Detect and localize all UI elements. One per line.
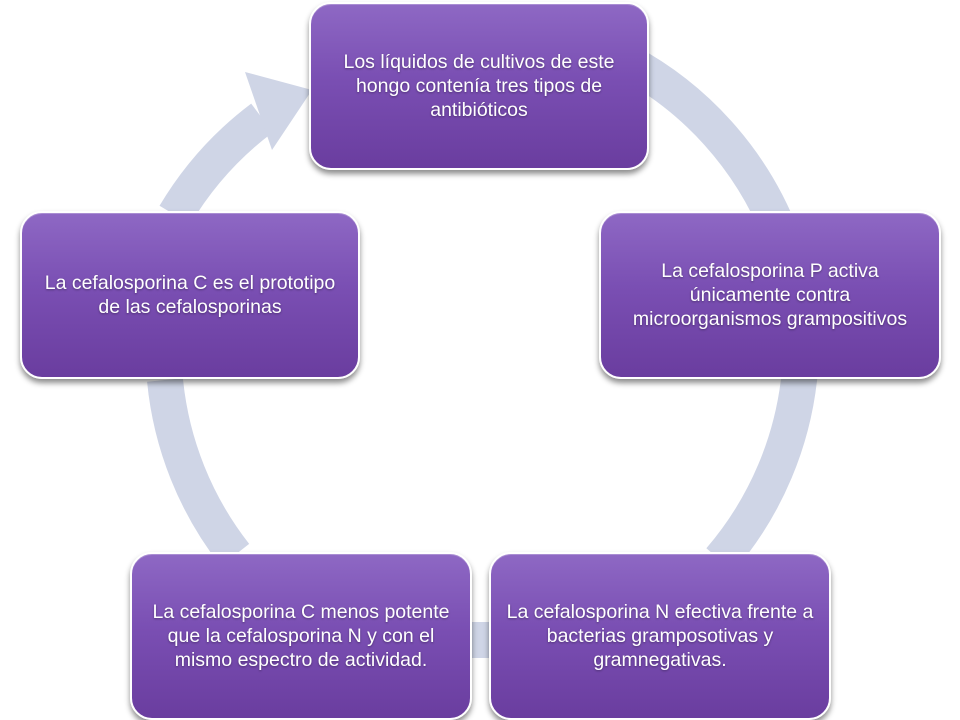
cycle-node-5: La cefalosporina C es el prototipo de la… — [20, 211, 360, 379]
cycle-node-1: Los líquidos de cultivos de este hongo c… — [309, 2, 649, 170]
cycle-node-3-text: La cefalosporina N efectiva frente a bac… — [506, 601, 814, 671]
ring-arc-n5-n1 — [159, 103, 274, 225]
cycle-arrow-head — [245, 72, 312, 150]
ring-arc-n4-n5 — [147, 378, 250, 567]
cycle-node-4: La cefalosporina C menos potente que la … — [130, 552, 472, 720]
cycle-node-2-text: La cefalosporina P activa únicamente con… — [632, 260, 908, 330]
cycle-node-3: La cefalosporina N efectiva frente a bac… — [489, 552, 831, 720]
cycle-node-4-text: La cefalosporina C menos potente que la … — [152, 601, 450, 671]
cycle-node-1-text: Los líquidos de cultivos de este hongo c… — [343, 51, 615, 121]
cycle-node-5-text: La cefalosporina C es el prototipo de la… — [44, 272, 336, 318]
cycle-node-2: La cefalosporina P activa únicamente con… — [599, 211, 941, 379]
ring-arc-n2-n3 — [706, 368, 818, 572]
